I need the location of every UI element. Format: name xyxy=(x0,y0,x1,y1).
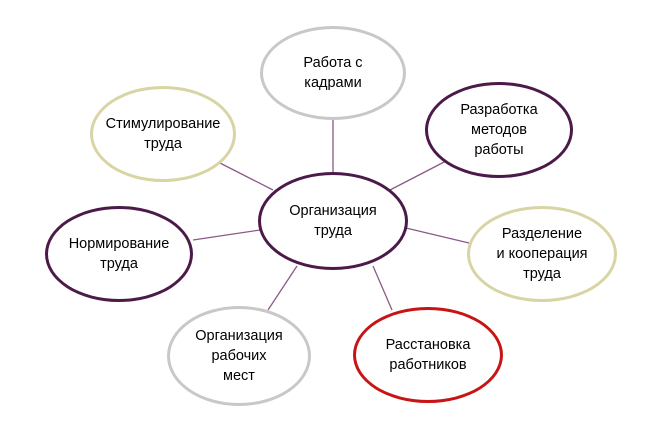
link-razrab xyxy=(389,159,449,191)
node-stimulirovanie-truda: Стимулирование труда xyxy=(90,86,236,182)
node-rasstanovka-rabotnikov: Расстановка работников xyxy=(353,307,503,403)
node-label: Организация рабочих мест xyxy=(195,328,283,384)
node-razdelenie-kooperaciya: Разделение и кооперация труда xyxy=(467,206,617,302)
node-label: Нормирование труда xyxy=(68,236,170,272)
node-rabota-s-kadrami: Работа с кадрами xyxy=(260,26,406,120)
node-normirovanie-truda: Нормирование труда xyxy=(45,206,193,302)
node-organizaciya-rabochih-mest: Организация рабочих мест xyxy=(167,306,311,406)
link-rabmest xyxy=(267,265,298,311)
node-organizaciya-truda: Организация труда xyxy=(258,172,408,270)
node-label: Стимулирование труда xyxy=(105,116,221,152)
link-razdel xyxy=(405,227,470,244)
link-stim xyxy=(217,161,274,191)
link-norm xyxy=(192,229,261,241)
node-razrabotka-metodov: Разработка методов работы xyxy=(425,82,573,178)
node-label: Работа с кадрами xyxy=(303,55,363,91)
node-label: Разделение и кооперация труда xyxy=(496,226,588,282)
link-rasst xyxy=(372,265,393,311)
node-label: Разработка методов работы xyxy=(460,102,538,158)
node-label: Организация труда xyxy=(289,203,377,239)
node-label: Расстановка работников xyxy=(385,337,471,373)
